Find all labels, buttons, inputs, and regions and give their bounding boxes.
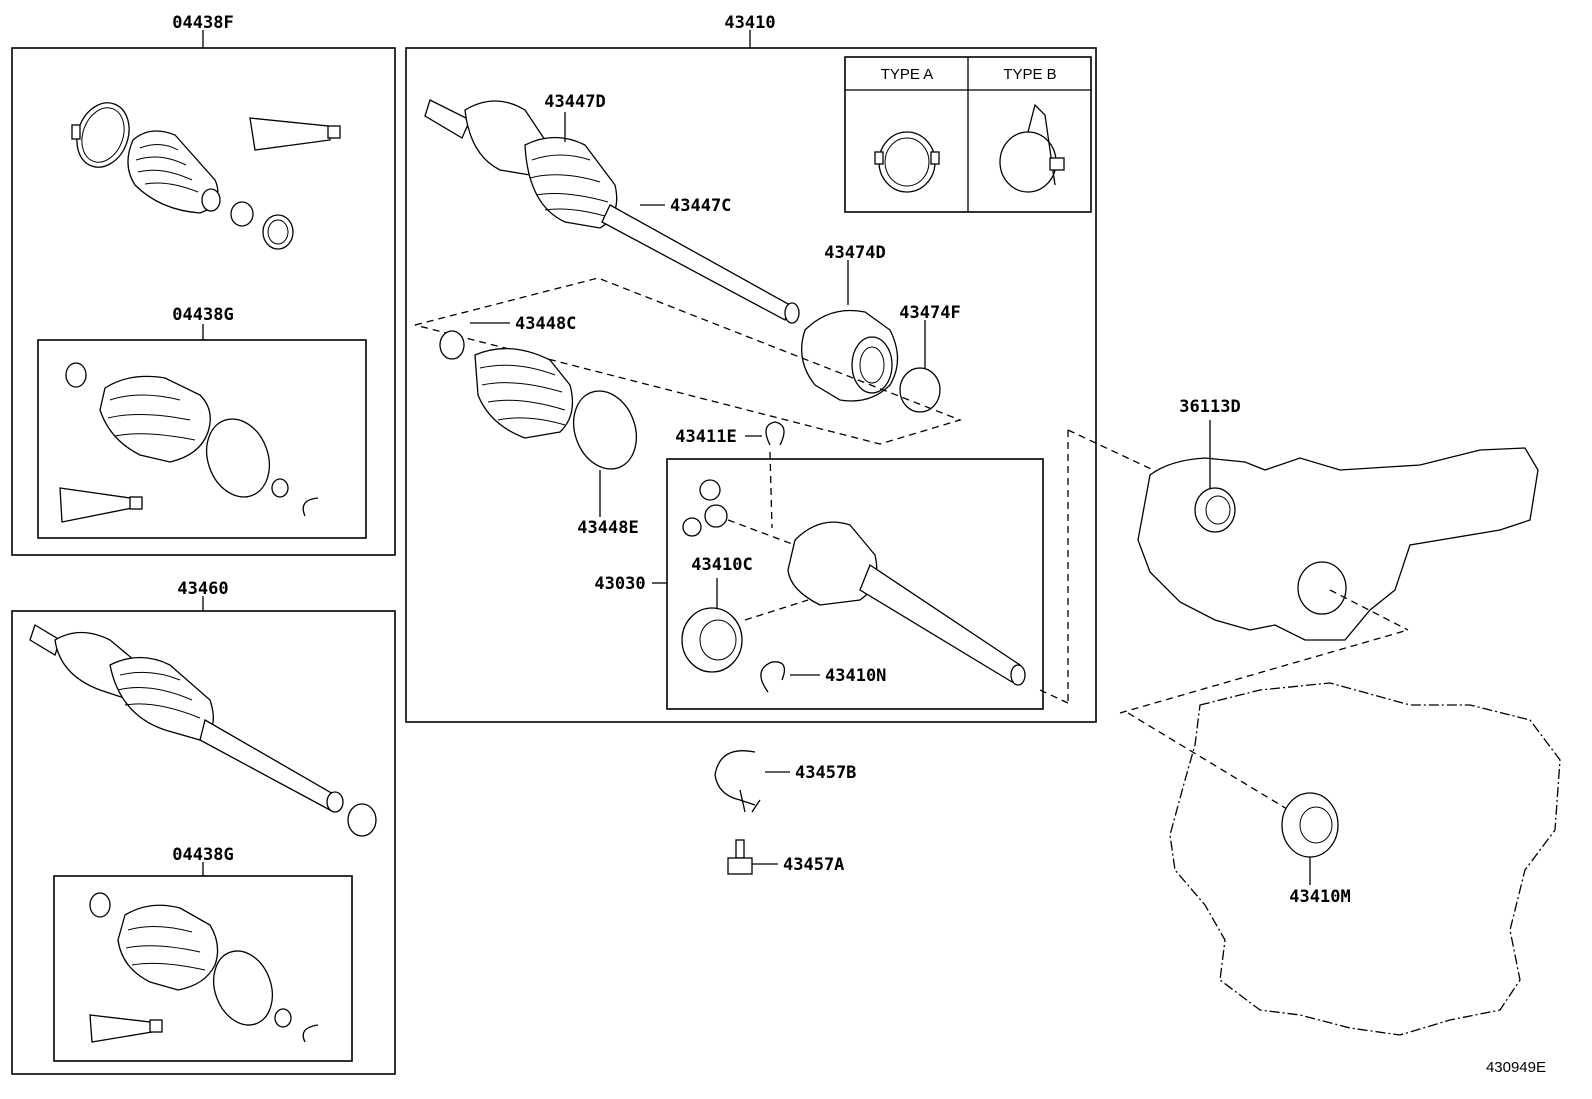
p43410C-label: 43410C	[691, 555, 752, 575]
p43447D-label: 43447D	[544, 92, 605, 112]
output-bore-icon	[1297, 561, 1347, 615]
type-b-label: TYPE B	[1003, 66, 1056, 83]
assy-43460-label: 43460	[177, 579, 228, 599]
cv-boot-icon	[127, 130, 221, 214]
clamp-type-b-icon	[999, 103, 1065, 193]
boot-kit-icon	[59, 362, 319, 523]
kit-04438G-label-2: 04438G	[172, 845, 233, 865]
clip-43457B-icon	[714, 750, 761, 813]
p43410N-label: 43410N	[825, 666, 886, 686]
clamp-type-a-icon	[874, 131, 940, 193]
boot-clamp-icon	[71, 102, 130, 168]
diagram-reference-number: 430949E	[1486, 1059, 1546, 1076]
oil-seal-43410M-icon	[1281, 792, 1339, 858]
p43448E-label: 43448E	[577, 518, 638, 538]
drive-shaft-icon	[424, 99, 800, 324]
p43474F-label: 43474F	[899, 303, 960, 323]
loose-parts-group: 43457B 43457A	[714, 750, 856, 875]
grease-tube-icon	[249, 117, 341, 151]
p43448C-label: 43448C	[515, 314, 576, 334]
p43411E-label: 43411E	[675, 427, 736, 447]
p43030-label: 43030	[594, 574, 645, 594]
damper-clamp-icon	[899, 367, 941, 413]
transmission-case-icon	[1169, 682, 1561, 1036]
oil-seal-36113D-icon	[1194, 487, 1236, 533]
boot-kit-icon-2	[89, 892, 319, 1043]
kit-04438G-label: 04438G	[172, 305, 233, 325]
p43457B-label: 43457B	[795, 763, 856, 783]
snap-ring-43411E-icon	[765, 421, 785, 446]
assy-43410-group: 43410 TYPE A TYPE B	[405, 13, 1097, 723]
bolt-43457A-icon	[727, 839, 753, 875]
p43457A-label: 43457A	[783, 855, 844, 875]
inboard-boot-icon	[439, 330, 637, 470]
assy-43410-label: 43410	[724, 13, 775, 33]
dynamic-damper-icon	[801, 309, 899, 402]
transaxle-group: 36113D 43410M	[1039, 397, 1561, 1036]
kit-04438F-label: 04438F	[172, 13, 233, 33]
p43474D-label: 43474D	[824, 243, 885, 263]
assy-43460-group: 43460 04438G	[11, 579, 396, 1075]
type-a-label: TYPE A	[881, 66, 934, 83]
snap-ring-icon	[230, 201, 254, 227]
bearing-43410C-icon	[681, 599, 809, 673]
tripod-joint-icon	[682, 479, 796, 546]
transfer-case-icon	[1137, 447, 1539, 641]
inboard-joint-housing-icon	[787, 521, 1026, 686]
p43447C-label: 43447C	[670, 196, 731, 216]
p36113D-label: 36113D	[1179, 397, 1240, 417]
kit-04438F-group: 04438F 04438G	[11, 13, 396, 556]
drive-shaft-assembly-icon	[29, 624, 377, 837]
clamp-type-table: TYPE A TYPE B	[844, 56, 1092, 213]
p43410M-label: 43410M	[1289, 887, 1350, 907]
snap-ring-43410N-icon	[760, 661, 786, 693]
